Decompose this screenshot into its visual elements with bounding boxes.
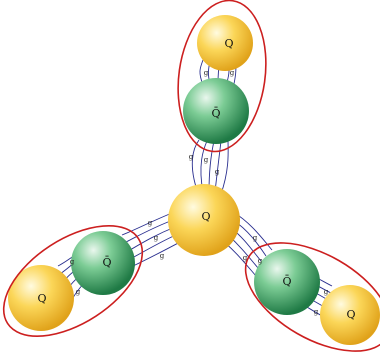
gluon-label: g <box>148 219 153 227</box>
gluon-label: g <box>243 254 248 262</box>
gluon-label: g <box>324 288 329 296</box>
gluon-label: g <box>160 252 165 260</box>
gluon-label: g <box>154 234 159 242</box>
left-antiquark-label: Q̄ <box>102 256 111 269</box>
gluon-label: g <box>189 153 194 161</box>
right-antiquark-label: Q̄ <box>282 275 291 288</box>
left-quark-label: Q <box>37 292 46 305</box>
gluon-label: g <box>204 156 209 164</box>
gluon-label: g <box>76 288 81 296</box>
top-antiquark-label: Q̄ <box>211 107 220 120</box>
top-quark-label: Q <box>224 37 233 50</box>
gluon-label: g <box>215 168 220 176</box>
gluon-label: g <box>314 308 319 316</box>
gluon-label: g <box>253 234 258 242</box>
gluon-label: g <box>70 258 75 266</box>
center-quark-label: Q <box>201 210 210 223</box>
gluon-label: g <box>230 69 235 77</box>
right-quark-label: Q <box>346 308 355 321</box>
gluon-label: g <box>258 257 263 265</box>
gluon-label: g <box>204 69 209 77</box>
